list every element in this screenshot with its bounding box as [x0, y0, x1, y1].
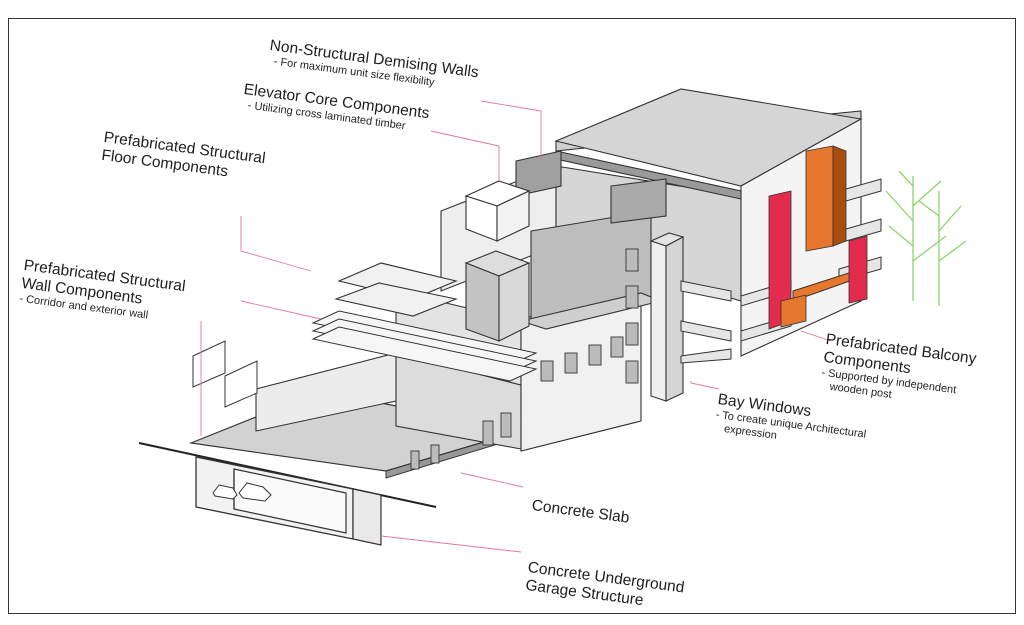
window-grid — [410, 248, 639, 470]
garage-structure — [195, 456, 382, 546]
floor-joists — [311, 310, 538, 382]
wall-panels — [192, 340, 258, 408]
car-icon — [212, 482, 272, 502]
leader-lines — [200, 100, 832, 553]
elevator-core — [464, 180, 531, 342]
diagram-frame: Non-Structural Demising Walls - For maxi… — [8, 18, 1016, 614]
building-exploded-axonometric — [138, 88, 967, 553]
tree-icon — [885, 170, 967, 306]
bay-window-column — [649, 232, 685, 402]
floor-components — [334, 262, 458, 317]
accent-panels — [768, 145, 868, 330]
